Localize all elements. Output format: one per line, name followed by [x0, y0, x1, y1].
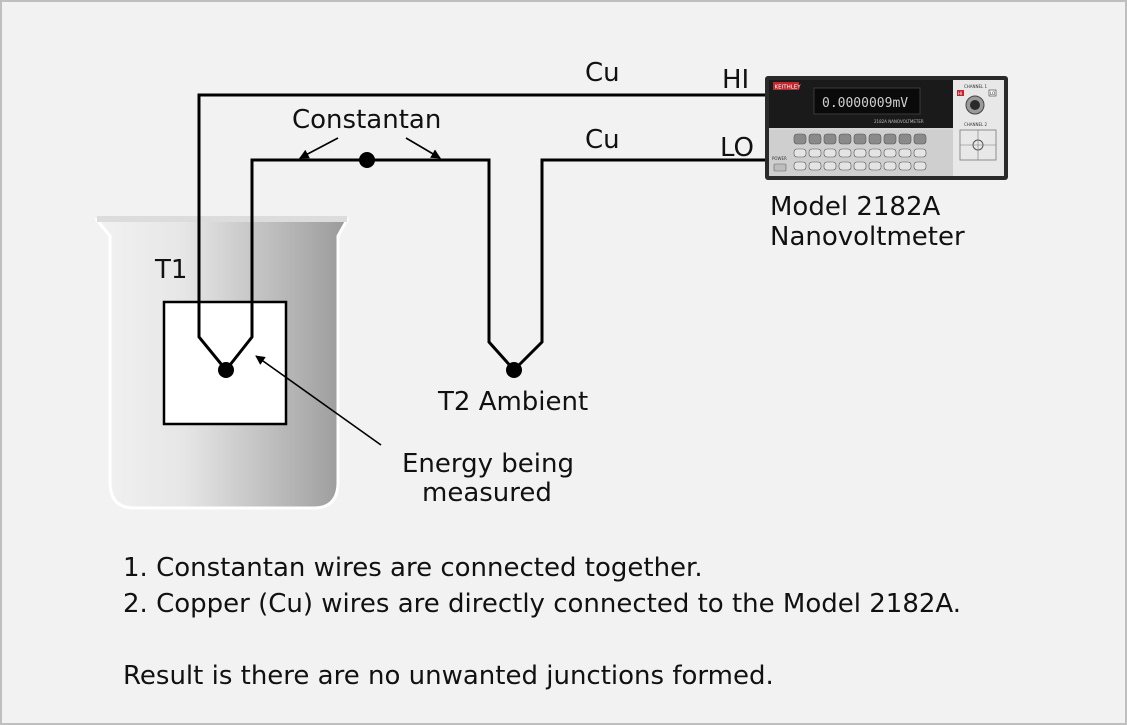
keypad-button[interactable]: [853, 133, 867, 145]
keypad-button[interactable]: [868, 133, 882, 145]
keypad-button[interactable]: [898, 148, 912, 158]
junction-t2: [506, 362, 522, 378]
keypad-button[interactable]: [793, 161, 807, 171]
copper-wire-lo: [512, 158, 767, 372]
constantan-arrow-right: [405, 137, 441, 159]
junction-t1: [218, 362, 234, 378]
label-t1: T1: [154, 255, 187, 285]
channel1-text: CHANNEL 1: [964, 84, 988, 89]
label-cu-top: Cu: [585, 58, 620, 88]
keypad-button[interactable]: [808, 161, 822, 171]
keypad-button[interactable]: [883, 161, 897, 171]
energy-arrow: [255, 355, 382, 446]
note-1: 1. Constantan wires are connected togeth…: [123, 553, 703, 583]
input-connector-center: [970, 100, 980, 110]
label-energy-line1: Energy being: [402, 449, 574, 479]
result-statement: Result is there are no unwanted junction…: [123, 661, 774, 691]
model-text: 2182A NANOVOLTMETER: [874, 119, 924, 124]
keypad-row-bottom: [793, 161, 927, 171]
keypad-button[interactable]: [913, 133, 927, 145]
keypad-button[interactable]: [913, 161, 927, 171]
label-hi: HI: [722, 65, 749, 95]
keypad-button[interactable]: [808, 148, 822, 158]
keypad-button[interactable]: [823, 148, 837, 158]
keypad-button[interactable]: [838, 133, 852, 145]
label-energy-line2: measured: [422, 478, 552, 508]
lo-tag-text: LO: [990, 91, 995, 96]
keypad-button[interactable]: [883, 133, 897, 145]
keypad-button[interactable]: [838, 148, 852, 158]
hi-tag-text: HI: [958, 91, 962, 96]
keypad-button[interactable]: [913, 148, 927, 158]
notes-section: 1. Constantan wires are connected togeth…: [123, 550, 961, 694]
keypad-button[interactable]: [898, 161, 912, 171]
copper-wire-hi: [197, 93, 767, 371]
keypad-button[interactable]: [808, 133, 822, 145]
label-constantan: Constantan: [292, 105, 441, 135]
label-lo: LO: [720, 133, 754, 163]
keypad-button[interactable]: [838, 161, 852, 171]
nanovoltmeter-instrument: KEITHLEY 0.0000009mV 2182A NANOVOLTMETER…: [765, 76, 1008, 180]
keypad-button[interactable]: [853, 148, 867, 158]
keypad-row-middle: [793, 148, 927, 158]
keypad-button[interactable]: [823, 161, 837, 171]
wires: [197, 93, 767, 372]
keypad-button[interactable]: [868, 161, 882, 171]
constantan-wire-right: [367, 158, 516, 371]
keypad-button[interactable]: [793, 148, 807, 158]
constantan-wire-left: [224, 158, 367, 371]
hi-terminal-tag: [957, 90, 964, 96]
beaker-rim: [97, 216, 347, 222]
channel2-text: CHANNEL 2: [964, 122, 988, 127]
brand-badge: [773, 82, 799, 90]
label-cu-bottom: Cu: [585, 125, 620, 155]
lo-terminal-tag: [988, 89, 997, 97]
note-2: 2. Copper (Cu) wires are directly connec…: [123, 589, 962, 619]
keypad-row-top: [793, 133, 927, 145]
keypad-button[interactable]: [883, 148, 897, 158]
reading-text: 0.0000009mV: [822, 96, 908, 111]
keypad-button[interactable]: [823, 133, 837, 145]
power-text: POWER: [772, 156, 787, 161]
thermocouple-diagram: Cu Cu HI LO Constantan T1 T2 Ambient Ene…: [93, 58, 1008, 510]
label-model: Model 2182A: [770, 192, 940, 222]
keypad-button[interactable]: [898, 133, 912, 145]
label-t2-ambient: T2 Ambient: [437, 387, 588, 417]
keypad-button[interactable]: [868, 148, 882, 158]
keypad-button[interactable]: [793, 133, 807, 145]
reading-display: [813, 87, 921, 115]
keypad-button[interactable]: [853, 161, 867, 171]
junction-constantan: [359, 152, 375, 168]
power-button[interactable]: [773, 163, 787, 172]
brand-text: KEITHLEY: [775, 85, 802, 91]
constantan-arrow-left: [299, 137, 339, 159]
label-nanovoltmeter: Nanovoltmeter: [770, 222, 965, 252]
